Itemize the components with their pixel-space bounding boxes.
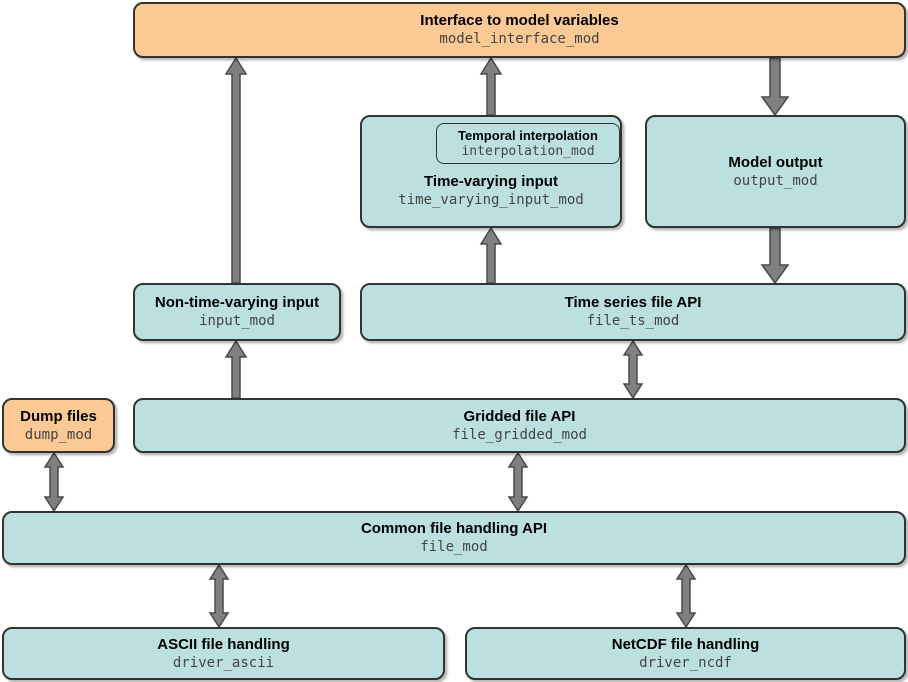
node-title: ASCII file handling bbox=[157, 635, 290, 653]
node-title: Model output bbox=[728, 153, 823, 171]
arrow-file-mod-driver-ascii bbox=[208, 563, 230, 629]
node-common-file-handling-api: Common file handling API file_mod bbox=[2, 511, 906, 565]
node-module: output_mod bbox=[733, 172, 818, 189]
arrow-input-mod-to-model-interface bbox=[224, 56, 248, 284]
node-dump-files: Dump files dump_mod bbox=[2, 398, 115, 453]
node-time-varying-input: Temporal interpolation interpolation_mod… bbox=[360, 115, 622, 228]
node-title: Temporal interpolation bbox=[458, 127, 598, 143]
node-time-series-file-api: Time series file API file_ts_mod bbox=[360, 283, 906, 341]
arrow-file-mod-driver-ncdf bbox=[675, 563, 697, 629]
node-title: Non-time-varying input bbox=[154, 294, 320, 311]
node-title: Interface to model variables bbox=[420, 12, 619, 29]
node-temporal-interpolation: Temporal interpolation interpolation_mod bbox=[436, 123, 620, 164]
arrow-file-gridded-file-mod bbox=[507, 451, 529, 513]
node-non-time-varying-input: Non-time-varying input input_mod bbox=[133, 283, 341, 341]
node-module: interpolation_mod bbox=[461, 143, 595, 159]
arrow-file-ts-file-gridded bbox=[622, 339, 644, 400]
node-module: file_ts_mod bbox=[586, 313, 680, 329]
node-netcdf-file-handling: NetCDF file handling driver_ncdf bbox=[465, 627, 906, 680]
node-model-output: Model output output_mod bbox=[645, 115, 906, 228]
node-title: Gridded file API bbox=[463, 407, 576, 425]
node-title: Time series file API bbox=[564, 294, 702, 311]
node-ascii-file-handling: ASCII file handling driver_ascii bbox=[2, 627, 445, 680]
arrow-model-output-to-file-ts bbox=[760, 227, 790, 285]
node-module: input_mod bbox=[199, 313, 275, 329]
node-title: Dump files bbox=[20, 407, 97, 425]
node-model-interface: Interface to model variables model_inter… bbox=[133, 2, 906, 58]
node-module: dump_mod bbox=[24, 426, 93, 443]
arrow-dump-mod-file-mod bbox=[43, 451, 65, 513]
node-module: model_interface_mod bbox=[439, 31, 600, 47]
arrow-model-interface-to-model-output bbox=[760, 57, 790, 117]
node-gridded-file-api: Gridded file API file_gridded_mod bbox=[133, 398, 906, 453]
node-module: file_gridded_mod bbox=[452, 426, 587, 443]
node-title: Common file handling API bbox=[360, 520, 548, 537]
node-module: driver_ascii bbox=[172, 654, 275, 671]
node-module: time_varying_input_mod bbox=[398, 192, 584, 208]
arrow-file-gridded-to-input-mod bbox=[224, 339, 248, 399]
arrow-file-ts-to-time-varying bbox=[479, 226, 503, 284]
arrow-time-varying-to-model-interface bbox=[479, 56, 503, 116]
node-module: file_mod bbox=[420, 539, 488, 555]
node-module: driver_ncdf bbox=[639, 654, 732, 671]
node-title: Time-varying input bbox=[424, 173, 558, 190]
node-title: NetCDF file handling bbox=[611, 635, 760, 653]
